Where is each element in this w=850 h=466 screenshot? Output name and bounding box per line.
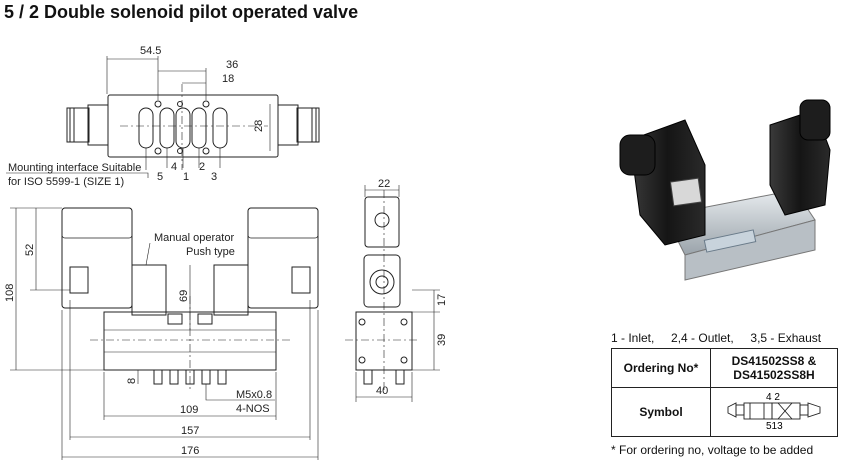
push-type-label: Push type [186, 246, 235, 258]
table-row: Symbol 4 2 513 [611, 387, 838, 437]
symbol-label: Symbol [611, 387, 711, 437]
port-label-2: 2 [199, 161, 205, 173]
technical-drawing: 54.5 36 18 28 5 4 1 2 3 Mounting interfa… [4, 45, 448, 460]
table-row: Ordering No* DS41502SS8 & DS41502SS8H [611, 348, 838, 388]
dim-108: 108 [4, 284, 16, 302]
dim-17: 17 [436, 294, 448, 306]
dim-54-5: 54.5 [140, 45, 161, 57]
product-photo [619, 99, 831, 281]
valve-symbol: 4 2 513 [727, 392, 821, 432]
port-label-3: 3 [211, 171, 217, 183]
thread-count-label: 4-NOS [236, 403, 270, 415]
symbol-cell: 4 2 513 [710, 387, 838, 437]
port-slot-4 [159, 107, 175, 149]
front-left-pilot [131, 264, 167, 316]
footnote: * For ordering no, voltage to be added [611, 443, 814, 457]
side-connector [364, 196, 400, 248]
dim-40: 40 [376, 385, 388, 397]
ordering-no-line2: DS41502SS8H [733, 368, 815, 382]
port-slot-2 [191, 107, 207, 149]
thread-size-label: M5x0.8 [236, 389, 272, 401]
symbol-bottom-ports: 513 [766, 421, 783, 431]
ordering-no-value: DS41502SS8 & DS41502SS8H [710, 348, 838, 388]
ordering-no-line1: DS41502SS8 & [731, 354, 817, 368]
top-right-coil [277, 104, 299, 146]
port-label-4: 4 [171, 161, 177, 173]
port-slot-5 [138, 107, 154, 149]
dim-28: 28 [253, 120, 265, 132]
dim-18: 18 [222, 73, 234, 85]
dim-36: 36 [226, 59, 238, 71]
top-right-connector [296, 107, 320, 143]
port-label-5: 5 [157, 171, 163, 183]
front-left-knob [69, 266, 89, 294]
manual-operator-label: Manual operator [154, 232, 234, 244]
dimension-labels: 54.5 36 18 28 5 4 1 2 3 Mounting interfa… [4, 45, 448, 457]
dim-22: 22 [378, 178, 390, 190]
dim-52: 52 [24, 244, 36, 256]
page-title: 5 / 2 Double solenoid pilot operated val… [4, 2, 359, 22]
dim-8: 8 [126, 378, 138, 384]
mounting-note-line1: Mounting interface Suitable [8, 162, 141, 174]
mounting-note-line2: for ISO 5599-1 (SIZE 1) [8, 176, 124, 188]
ordering-no-label: Ordering No* [611, 348, 711, 388]
port-legend: 1 - Inlet, 2,4 - Outlet, 3,5 - Exhaust [611, 331, 822, 345]
dim-39: 39 [436, 334, 448, 346]
dim-69: 69 [178, 290, 190, 302]
top-view [6, 56, 320, 178]
port-label-1: 1 [183, 171, 189, 183]
ordering-table: Ordering No* DS41502SS8 & DS41502SS8H Sy… [611, 348, 838, 437]
side-view [345, 185, 440, 402]
port-slot-3 [212, 107, 228, 149]
dim-176: 176 [181, 445, 199, 457]
front-right-pilot [213, 264, 249, 316]
dim-157: 157 [181, 425, 199, 437]
top-left-connector [66, 107, 90, 143]
symbol-top-ports: 4 2 [766, 392, 780, 403]
dim-109: 109 [180, 404, 198, 416]
front-right-knob [291, 266, 311, 294]
front-view [10, 207, 319, 460]
side-coil [363, 254, 401, 308]
port-slot-1 [175, 107, 191, 149]
top-left-coil [87, 104, 109, 146]
